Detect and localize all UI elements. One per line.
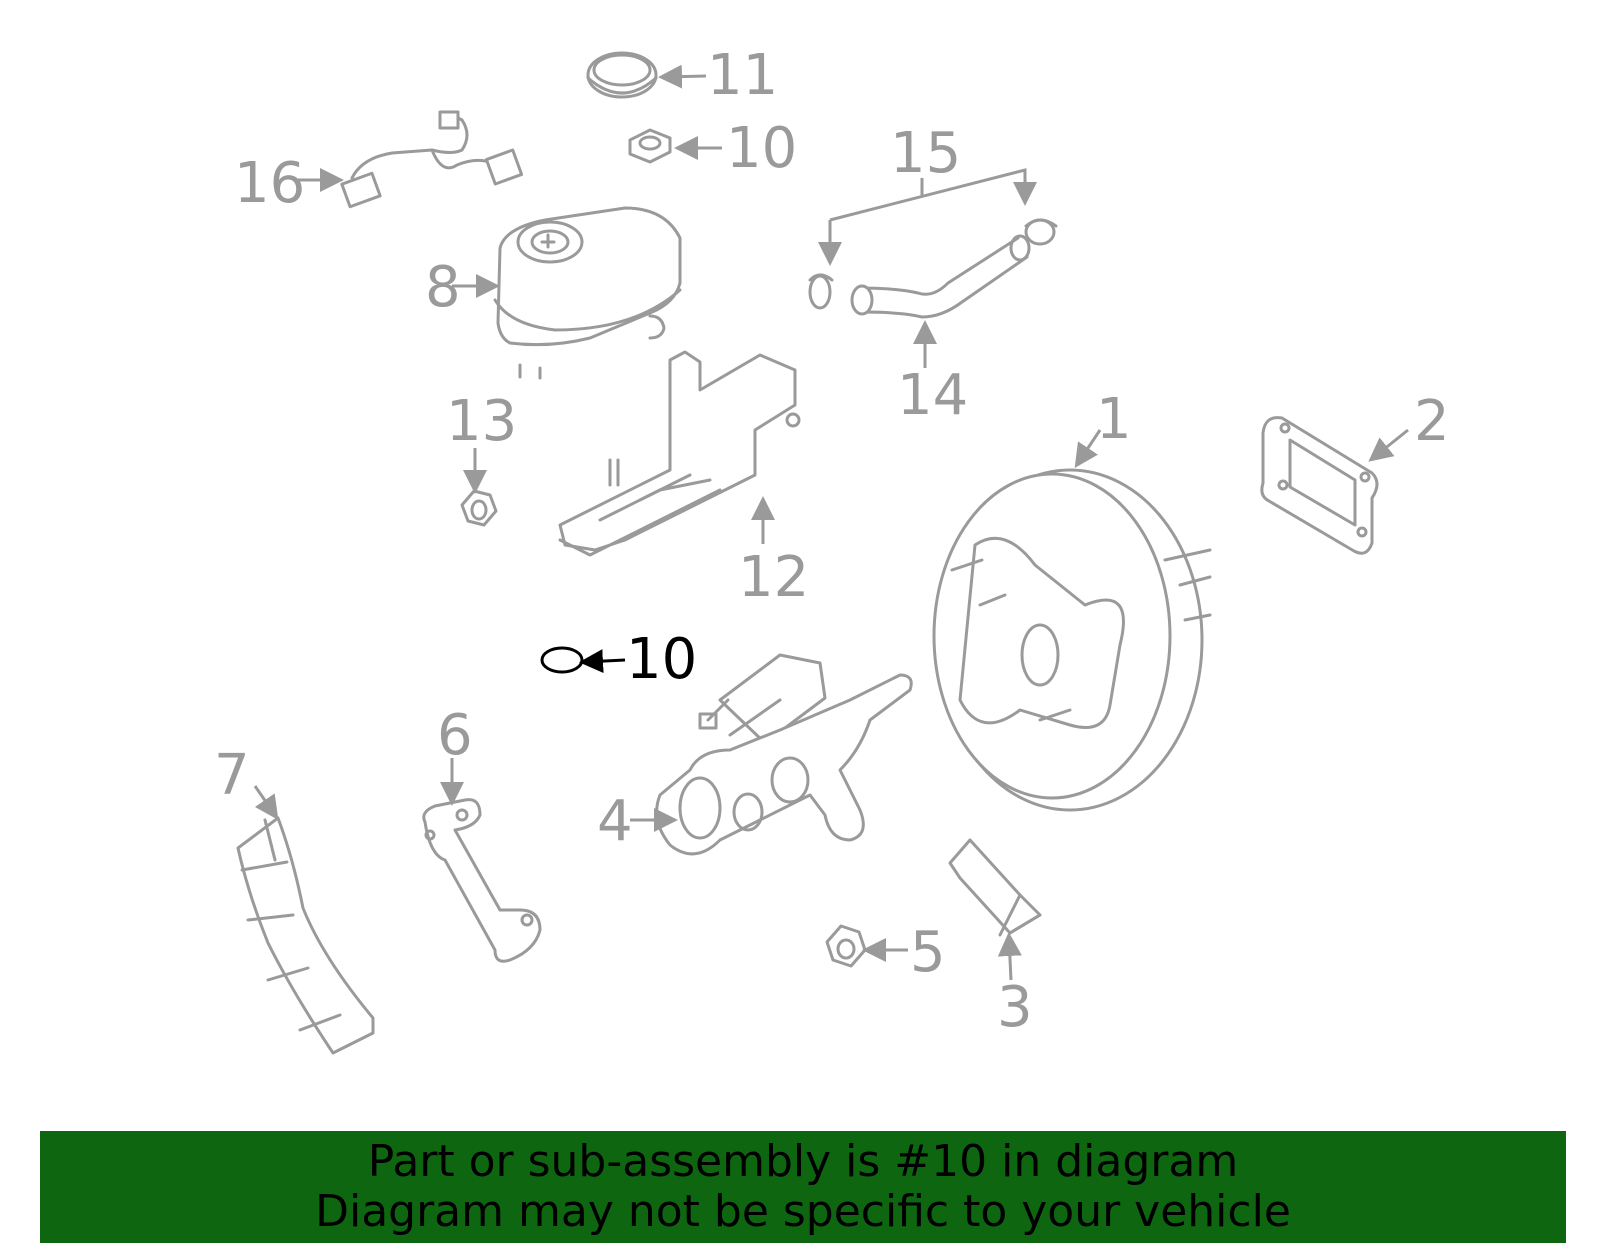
banner-line-2: Diagram may not be specific to your vehi…	[315, 1186, 1291, 1237]
callout-15: 15	[890, 121, 961, 186]
part-3-spacer	[948, 838, 1042, 937]
part-9-nut	[628, 128, 672, 164]
callout-12: 12	[738, 545, 809, 610]
callout-10: 10	[626, 627, 697, 692]
banner-line-1: Part or sub-assembly is #10 in diagram	[367, 1136, 1239, 1187]
part-1-brake-booster	[932, 468, 1212, 812]
callout-5: 5	[910, 920, 946, 985]
callout-11: 11	[707, 43, 778, 108]
part-16-wiring-harness	[340, 110, 524, 209]
callout-13: 13	[446, 389, 517, 454]
part-15-hose-clamps	[808, 218, 1058, 310]
part-7-heat-shield	[236, 816, 375, 1055]
part-11-reservoir-cap	[586, 51, 658, 99]
part-12-bracket	[558, 350, 801, 557]
callout-6: 6	[437, 703, 473, 768]
callout-16: 16	[234, 151, 305, 216]
callout-4: 4	[597, 789, 633, 854]
callout-3: 3	[997, 975, 1033, 1040]
info-banner: Part or sub-assembly is #10 in diagram D…	[40, 1131, 1566, 1243]
callout-1: 1	[1096, 387, 1132, 452]
callout-2: 2	[1414, 389, 1450, 454]
callout-14: 14	[897, 363, 968, 428]
part-13-nut	[460, 489, 498, 527]
part-8-reservoir	[493, 206, 682, 380]
part-6-rod-bracket	[422, 798, 542, 963]
callout-7: 7	[214, 743, 250, 808]
callout-9: 10	[726, 116, 797, 181]
part-5-nut	[825, 924, 867, 968]
part-14-vacuum-hose	[850, 234, 1031, 319]
part-2-gasket	[1260, 416, 1379, 555]
part-4-master-cylinder	[655, 653, 913, 856]
callout-8: 8	[425, 255, 461, 320]
part-10-o-ring	[540, 646, 584, 674]
